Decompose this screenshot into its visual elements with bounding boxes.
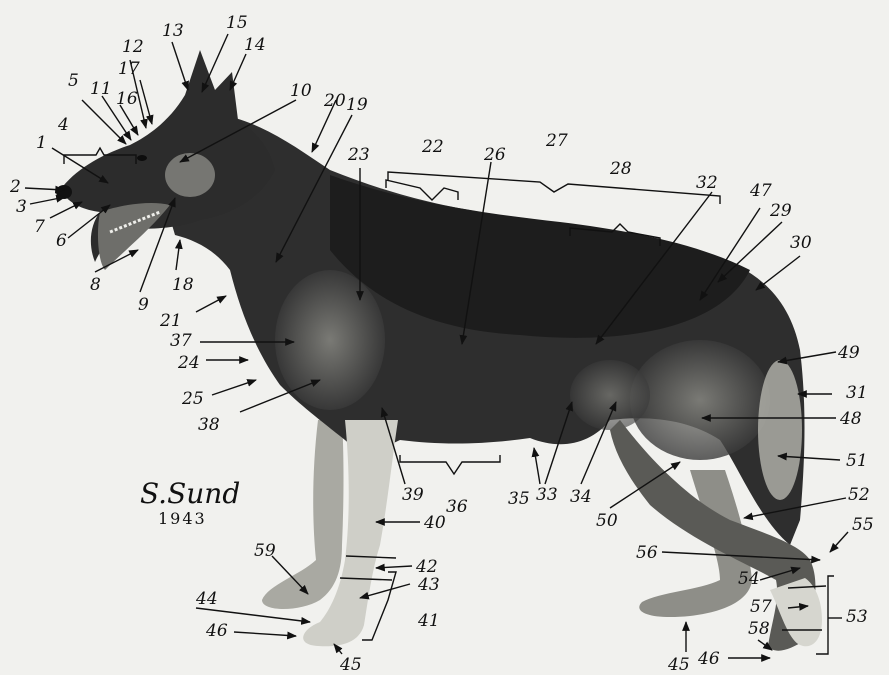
label-2: 2 (9, 177, 21, 197)
label-59: 59 (254, 541, 276, 561)
label-24: 24 (177, 353, 200, 373)
label-16: 16 (116, 89, 138, 109)
label-22: 22 (421, 137, 444, 157)
label-8: 8 (90, 275, 101, 295)
label-58: 58 (748, 619, 770, 639)
label-28: 28 (609, 159, 632, 179)
label-54: 54 (738, 569, 760, 589)
label-52: 52 (848, 485, 870, 505)
label-46-hind: 46 (697, 649, 720, 669)
label-11: 11 (90, 79, 112, 99)
label-10: 10 (290, 81, 312, 101)
label-33: 33 (536, 485, 558, 505)
signature-name: S.Sund (140, 477, 240, 510)
label-18: 18 (172, 275, 194, 295)
label-12: 12 (122, 37, 144, 57)
label-7: 7 (34, 217, 45, 237)
label-41: 41 (417, 611, 440, 631)
label-30: 30 (790, 233, 812, 253)
label-25: 25 (181, 389, 204, 409)
label-38: 38 (198, 415, 220, 435)
label-17: 17 (118, 59, 140, 79)
artist-signature: S.Sund 1943 (140, 477, 240, 528)
label-27: 27 (545, 131, 568, 151)
label-15: 15 (226, 13, 248, 33)
label-44: 44 (195, 589, 218, 609)
far-foreleg (262, 420, 344, 609)
label-9: 9 (138, 295, 149, 315)
label-26: 26 (483, 145, 506, 165)
label-29: 29 (769, 201, 792, 221)
label-55: 55 (852, 515, 874, 535)
label-50: 50 (596, 511, 618, 531)
label-43: 43 (417, 575, 440, 595)
label-36: 36 (446, 497, 468, 517)
label-20: 20 (323, 91, 346, 111)
label-49: 49 (837, 343, 860, 363)
label-37: 37 (170, 331, 192, 351)
label-21: 21 (159, 311, 182, 331)
label-56: 56 (636, 543, 658, 563)
label-34: 34 (570, 487, 592, 507)
label-53: 53 (846, 607, 868, 627)
label-35: 35 (508, 489, 530, 509)
label-42: 42 (415, 557, 438, 577)
label-51: 51 (846, 451, 868, 471)
label-3: 3 (16, 197, 27, 217)
label-31: 31 (846, 383, 868, 403)
label-45-hind: 45 (667, 655, 690, 675)
label-1: 1 (36, 133, 47, 153)
signature-year: 1943 (158, 509, 207, 528)
label-14: 14 (244, 35, 266, 55)
label-23: 23 (347, 145, 370, 165)
label-39: 39 (402, 485, 424, 505)
label-5: 5 (68, 71, 79, 91)
label-47: 47 (749, 181, 772, 201)
label-46-front: 46 (205, 621, 228, 641)
label-48: 48 (839, 409, 862, 429)
label-40: 40 (423, 513, 446, 533)
label-45-front: 45 (339, 655, 362, 675)
label-57: 57 (750, 597, 772, 617)
label-6: 6 (56, 231, 67, 251)
label-19: 19 (346, 95, 368, 115)
label-13: 13 (162, 21, 184, 41)
label-32: 32 (696, 173, 718, 193)
label-4: 4 (57, 115, 69, 135)
